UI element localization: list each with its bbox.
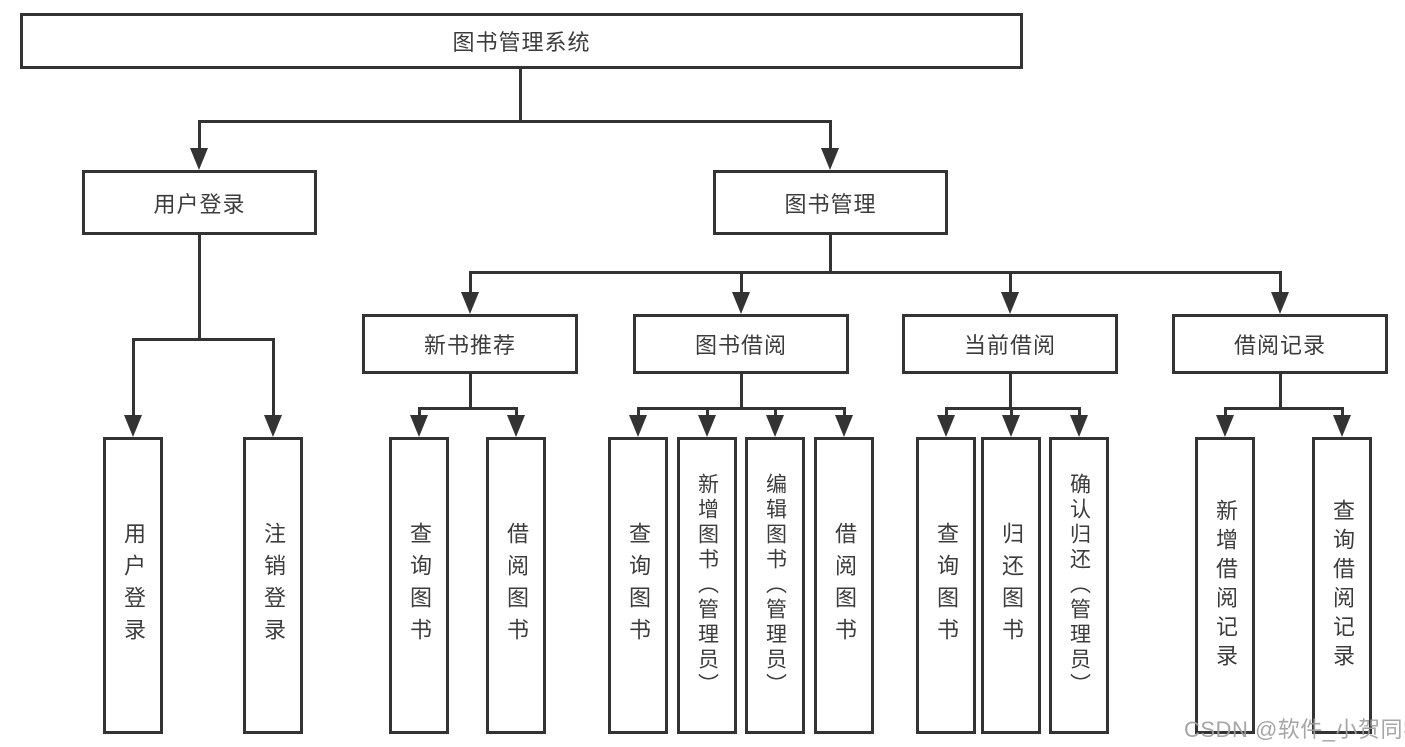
leaf-confirm-return-admin-label: 确认归还（管理员） [1067,473,1091,698]
leaf-add-borrow-record: 新增借阅记录 [1195,437,1255,734]
watermark: CSDN @软件_小贺同学 [1184,717,1405,742]
node-book-management-label: 图书管理 [784,191,877,217]
node-book-borrow-label: 图书借阅 [694,333,787,358]
connector-level2-rail [198,120,832,123]
leaf-borrow-book-recommend-label: 借阅图书 [504,521,529,650]
connector-current-borrow-stub [1009,374,1012,407]
connector-drop-user-login [198,120,201,148]
arrowhead-query-book-recommend [410,415,428,437]
connector-drop-confirm-return [1078,407,1081,416]
leaf-query-book-recommend-label: 查询图书 [407,521,432,650]
leaf-user-login: 用户登录 [103,437,163,734]
connector-user-login-rail [133,338,273,341]
connector-drop-leaf-user-login [132,338,135,415]
arrowhead-add-borrow-record [1216,415,1234,437]
arrowhead-new-book-recommend [461,292,479,314]
node-borrow-record: 借阅记录 [1172,314,1388,374]
connector-drop-borrow-record [1279,271,1282,292]
leaf-add-book-admin: 新增图书（管理员） [677,437,737,734]
connector-borrow-record-rail [1225,407,1342,410]
leaf-return-book: 归还图书 [981,437,1041,734]
arrowhead-query-borrow-record [1333,415,1351,437]
arrowhead-current-borrow [1001,292,1019,314]
leaf-query-book-borrow: 查询图书 [608,437,668,734]
connector-drop-edit-book [774,407,777,416]
connector-drop-query-book-borrow [637,407,640,416]
leaf-add-borrow-record-label: 新增借阅记录 [1213,498,1238,673]
arrowhead-leaf-logout [264,415,282,437]
connector-book-borrow-rail [638,407,844,410]
connector-new-book-recommend-stub [469,374,472,407]
leaf-logout-login: 注销登录 [243,437,303,734]
arrowhead-add-book [698,415,716,437]
arrowhead-borrow-book-recommend [507,415,525,437]
connector-drop-new-book-recommend [469,271,472,292]
leaf-query-borrow-record: 查询借阅记录 [1312,437,1372,734]
node-new-book-recommend-label: 新书推荐 [423,333,516,358]
arrowhead-edit-book [766,415,784,437]
leaf-borrow-book-borrow-label: 借阅图书 [832,521,857,650]
connector-book-management-stub [829,235,832,271]
connector-user-login-stub [198,235,201,338]
leaf-logout-login-label: 注销登录 [261,521,286,650]
arrowhead-borrow-record [1271,292,1289,314]
leaf-query-book-current: 查询图书 [916,437,976,734]
connector-drop-book-management [829,120,832,148]
arrowhead-confirm-return [1070,415,1088,437]
arrowhead-return-book [1002,415,1020,437]
arrowhead-borrow-book-borrow [835,415,853,437]
node-user-login: 用户登录 [82,170,317,235]
connector-drop-add-book [706,407,709,416]
leaf-query-borrow-record-label: 查询借阅记录 [1330,498,1355,673]
connector-drop-query-book-current [945,407,948,416]
leaf-borrow-book-borrow: 借阅图书 [814,437,874,734]
node-user-login-label: 用户登录 [153,191,246,217]
connector-book-borrow-stub [740,374,743,407]
leaf-return-book-label: 归还图书 [999,521,1024,650]
arrowhead-leaf-user-login [124,415,142,437]
leaf-query-book-borrow-label: 查询图书 [626,521,651,650]
node-book-borrow: 图书借阅 [633,314,849,374]
connector-level3-rail [470,271,1280,274]
connector-drop-query-book-recommend [418,407,421,416]
node-current-borrow-label: 当前借阅 [963,333,1056,358]
connector-drop-add-borrow-record [1224,407,1227,416]
connector-borrow-record-stub [1279,374,1282,407]
connector-drop-borrow-book-borrow [843,407,846,416]
connector-drop-book-borrow [740,271,743,292]
node-root-label: 图书管理系统 [452,30,591,55]
leaf-add-book-admin-label: 新增图书（管理员） [695,473,719,698]
leaf-edit-book-admin: 编辑图书（管理员） [745,437,805,734]
leaf-user-login-label: 用户登录 [121,521,146,650]
connector-drop-current-borrow [1009,271,1012,292]
connector-new-book-recommend-rail [419,407,516,410]
connector-root-stub [519,69,522,120]
arrowhead-query-book-borrow [629,415,647,437]
connector-drop-borrow-book-recommend [515,407,518,416]
arrowhead-query-book-current [937,415,955,437]
leaf-query-book-recommend: 查询图书 [389,437,449,734]
arrowhead-book-management [821,148,839,170]
connector-drop-return-book [1010,407,1013,416]
node-root: 图书管理系统 [20,13,1023,69]
arrowhead-book-borrow [732,292,750,314]
arrowhead-user-login [190,148,208,170]
leaf-edit-book-admin-label: 编辑图书（管理员） [763,473,787,698]
leaf-confirm-return-admin: 确认归还（管理员） [1049,437,1109,734]
node-borrow-record-label: 借阅记录 [1233,333,1326,358]
node-current-borrow: 当前借阅 [902,314,1118,374]
connector-drop-leaf-logout [272,338,275,415]
node-new-book-recommend: 新书推荐 [362,314,578,374]
leaf-query-book-current-label: 查询图书 [934,521,959,650]
node-book-management: 图书管理 [713,170,948,235]
connector-drop-query-borrow-record [1341,407,1344,416]
leaf-borrow-book-recommend: 借阅图书 [486,437,546,734]
